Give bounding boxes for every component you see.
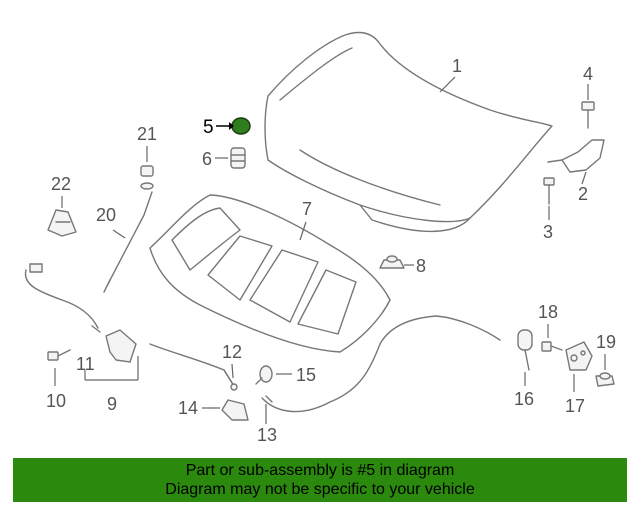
callout-21: 21 xyxy=(137,124,157,144)
hinge-bolt-3[interactable] xyxy=(543,177,555,205)
hood-inner-panel[interactable] xyxy=(149,194,391,353)
release-handle-9[interactable] xyxy=(105,329,235,387)
parts-diagram: 1 7 4 2 3 5 6 xyxy=(24,31,616,445)
hood-panel[interactable] xyxy=(264,31,553,233)
cable-13[interactable] xyxy=(261,315,501,413)
callout-14: 14 xyxy=(178,398,198,418)
callout-2: 2 xyxy=(578,184,588,204)
callout-15: 15 xyxy=(296,365,316,385)
hood-latch-17[interactable] xyxy=(565,341,593,371)
bracket-14[interactable] xyxy=(221,399,249,421)
callout-19: 19 xyxy=(596,332,616,352)
part-5-bumper-highlighted[interactable] xyxy=(231,117,251,135)
callout-9: 9 xyxy=(107,394,117,414)
bolt-18[interactable] xyxy=(541,341,563,352)
bumper-stop-6[interactable] xyxy=(230,147,246,169)
nut-19[interactable] xyxy=(595,372,615,387)
callout-3: 3 xyxy=(543,222,553,242)
callout-18: 18 xyxy=(538,302,558,322)
banner-line-disclaimer: Diagram may not be specific to your vehi… xyxy=(165,481,475,498)
grommet-8[interactable] xyxy=(379,255,405,269)
prop-rod-20[interactable] xyxy=(103,191,153,293)
callout-17: 17 xyxy=(565,396,585,416)
callout-13: 13 xyxy=(257,425,277,445)
cable-12[interactable] xyxy=(223,369,238,391)
callout-10: 10 xyxy=(46,391,66,411)
callout-4: 4 xyxy=(583,64,593,84)
callout-1: 1 xyxy=(452,56,462,76)
callout-16: 16 xyxy=(514,389,534,409)
release-cable-11[interactable] xyxy=(24,263,101,333)
clip-21[interactable] xyxy=(140,165,154,190)
callout-12: 12 xyxy=(222,342,242,362)
callout-11: 11 xyxy=(76,354,95,374)
callout-8: 8 xyxy=(416,256,426,276)
callout-20: 20 xyxy=(96,205,116,225)
bolt-10[interactable] xyxy=(47,349,71,361)
banner-line-part-number: Part or sub-assembly is #5 in diagram xyxy=(185,462,455,479)
callout-22: 22 xyxy=(51,174,71,194)
callout-7: 7 xyxy=(302,199,312,219)
hinge-bolt-4[interactable] xyxy=(581,101,595,129)
bolt-15[interactable] xyxy=(255,365,273,385)
callout-5: 5 xyxy=(203,117,214,138)
clip-22[interactable] xyxy=(47,209,77,237)
callout-6: 6 xyxy=(202,149,212,169)
hood-hinge-2[interactable] xyxy=(547,139,605,173)
latch-rod-16[interactable] xyxy=(517,329,533,371)
info-banner: Part or sub-assembly is #5 in diagram Di… xyxy=(13,458,627,502)
